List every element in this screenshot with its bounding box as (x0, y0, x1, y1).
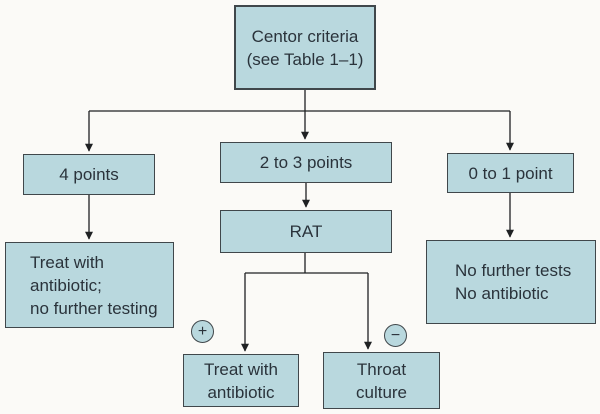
node-centor-criteria-label: Centor criteria (see Table 1–1) (246, 26, 364, 69)
node-centor-criteria: Centor criteria (see Table 1–1) (234, 5, 376, 90)
node-throat-culture: Throat culture (323, 352, 440, 409)
negative-result-icon: − (384, 324, 407, 347)
node-2-to-3-points-label: 2 to 3 points (259, 153, 353, 172)
node-0-to-1-point: 0 to 1 point (447, 153, 574, 193)
node-treat-with-antibiotic: Treat with antibiotic (183, 354, 299, 407)
node-no-further-tests-label: No further tests No antibiotic (455, 261, 572, 303)
node-0-to-1-point-label: 0 to 1 point (468, 163, 553, 183)
node-rat: RAT (220, 210, 392, 253)
node-treat-with-antibiotic-label: Treat with antibiotic (203, 359, 278, 402)
node-treat-no-further-testing-label: Treat with antibiotic; no further testin… (30, 252, 158, 318)
node-4-points: 4 points (23, 154, 155, 195)
node-2-to-3-points: 2 to 3 points (220, 142, 392, 183)
node-no-further-tests: No further tests No antibiotic (426, 240, 596, 324)
node-throat-culture-label: Throat culture (355, 359, 408, 402)
positive-result-icon: + (191, 320, 214, 343)
node-4-points-label: 4 points (59, 165, 119, 184)
node-treat-no-further-testing: Treat with antibiotic; no further testin… (5, 242, 174, 328)
node-rat-label: RAT (289, 222, 323, 241)
positive-result-symbol: + (197, 322, 208, 340)
negative-result-symbol: − (390, 326, 401, 344)
